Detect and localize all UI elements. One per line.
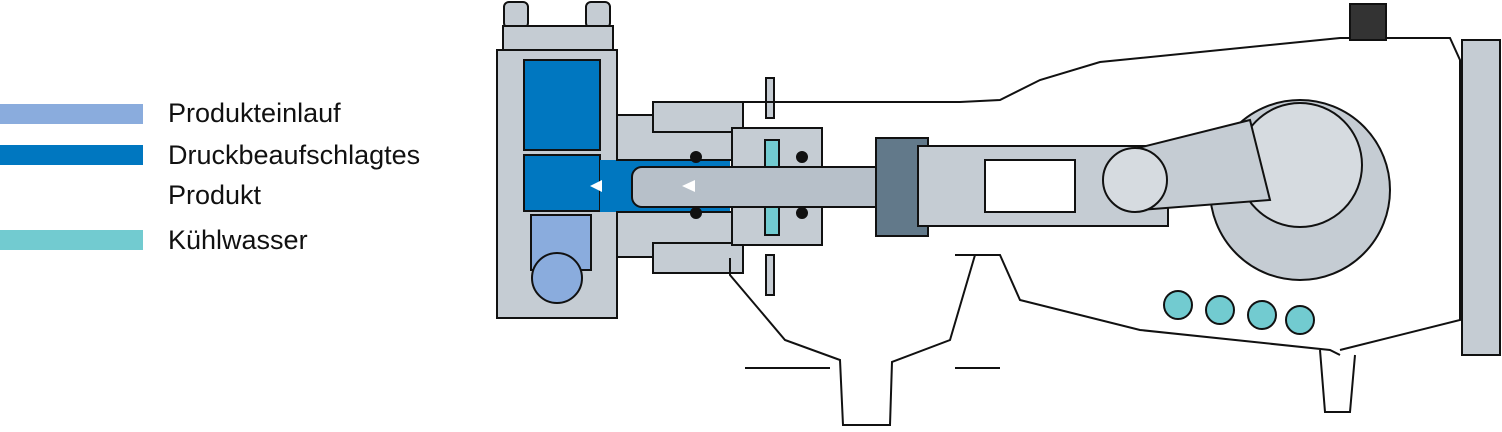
- legend-swatch-cooling-water: [0, 230, 143, 250]
- discharge-valve-chamber: [523, 154, 601, 212]
- cooling-coil: [1163, 290, 1315, 335]
- drain-funnel-right: [1319, 349, 1356, 413]
- seal-ring: [690, 151, 702, 163]
- seal-ring: [796, 151, 808, 163]
- crosshead-pin: [1102, 147, 1168, 213]
- flow-arrow-icon: [682, 180, 695, 192]
- legend-label-cooling-water: Kühlwasser: [168, 225, 308, 255]
- gland-upper: [652, 101, 744, 133]
- cooling-pipe-top: [765, 77, 775, 119]
- suction-valve-chamber: [523, 59, 601, 151]
- gland-lower: [652, 242, 744, 274]
- valve-bolt: [503, 1, 529, 29]
- seal-ring: [690, 207, 702, 219]
- crosshead-slot: [984, 159, 1076, 213]
- breather-cap: [1349, 3, 1387, 41]
- end-cover: [1461, 39, 1501, 356]
- legend-label-pressurized-product: Druckbeaufschlagtes: [168, 140, 421, 170]
- legend-label-product-inlet: Produkteinlauf: [168, 98, 341, 128]
- legend-swatch-pressurized-product: [0, 145, 143, 165]
- cooling-pipe-bottom: [765, 254, 775, 296]
- inlet-port: [531, 252, 583, 304]
- frame-bottom: [955, 254, 1341, 356]
- valve-bolt: [585, 1, 611, 29]
- flow-arrow-icon: [590, 180, 602, 192]
- drain-funnel-left: [729, 254, 976, 426]
- frame-top: [740, 37, 1461, 351]
- legend-label-pressurized-product-line2: Produkt: [168, 180, 262, 210]
- legend-swatch-product-inlet: [0, 104, 143, 124]
- seal-ring: [796, 207, 808, 219]
